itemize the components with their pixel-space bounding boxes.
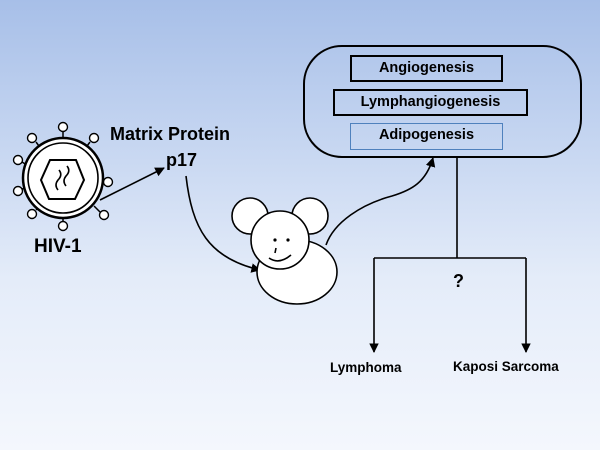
processes-container bbox=[303, 45, 582, 158]
branch-connector bbox=[369, 157, 531, 353]
hiv-virus-icon bbox=[12, 121, 114, 232]
process-adipogenesis: Adipogenesis bbox=[350, 123, 503, 150]
protein-title: Matrix Protein bbox=[110, 124, 231, 144]
outcome-kaposi-sarcoma: Kaposi Sarcoma bbox=[453, 359, 559, 374]
arrow-mouse-to-processes bbox=[325, 157, 436, 246]
virus-label: HIV-1 bbox=[34, 236, 82, 257]
arrow-virus-to-protein bbox=[99, 167, 165, 201]
mouse-icon bbox=[231, 197, 338, 305]
question-mark: ? bbox=[453, 271, 464, 291]
protein-subtitle: p17 bbox=[166, 150, 198, 170]
arrow-protein-to-mouse bbox=[185, 175, 261, 273]
outcome-lymphoma: Lymphoma bbox=[330, 360, 402, 375]
process-lymphangiogenesis: Lymphangiogenesis bbox=[333, 89, 528, 116]
process-angiogenesis: Angiogenesis bbox=[350, 55, 503, 82]
